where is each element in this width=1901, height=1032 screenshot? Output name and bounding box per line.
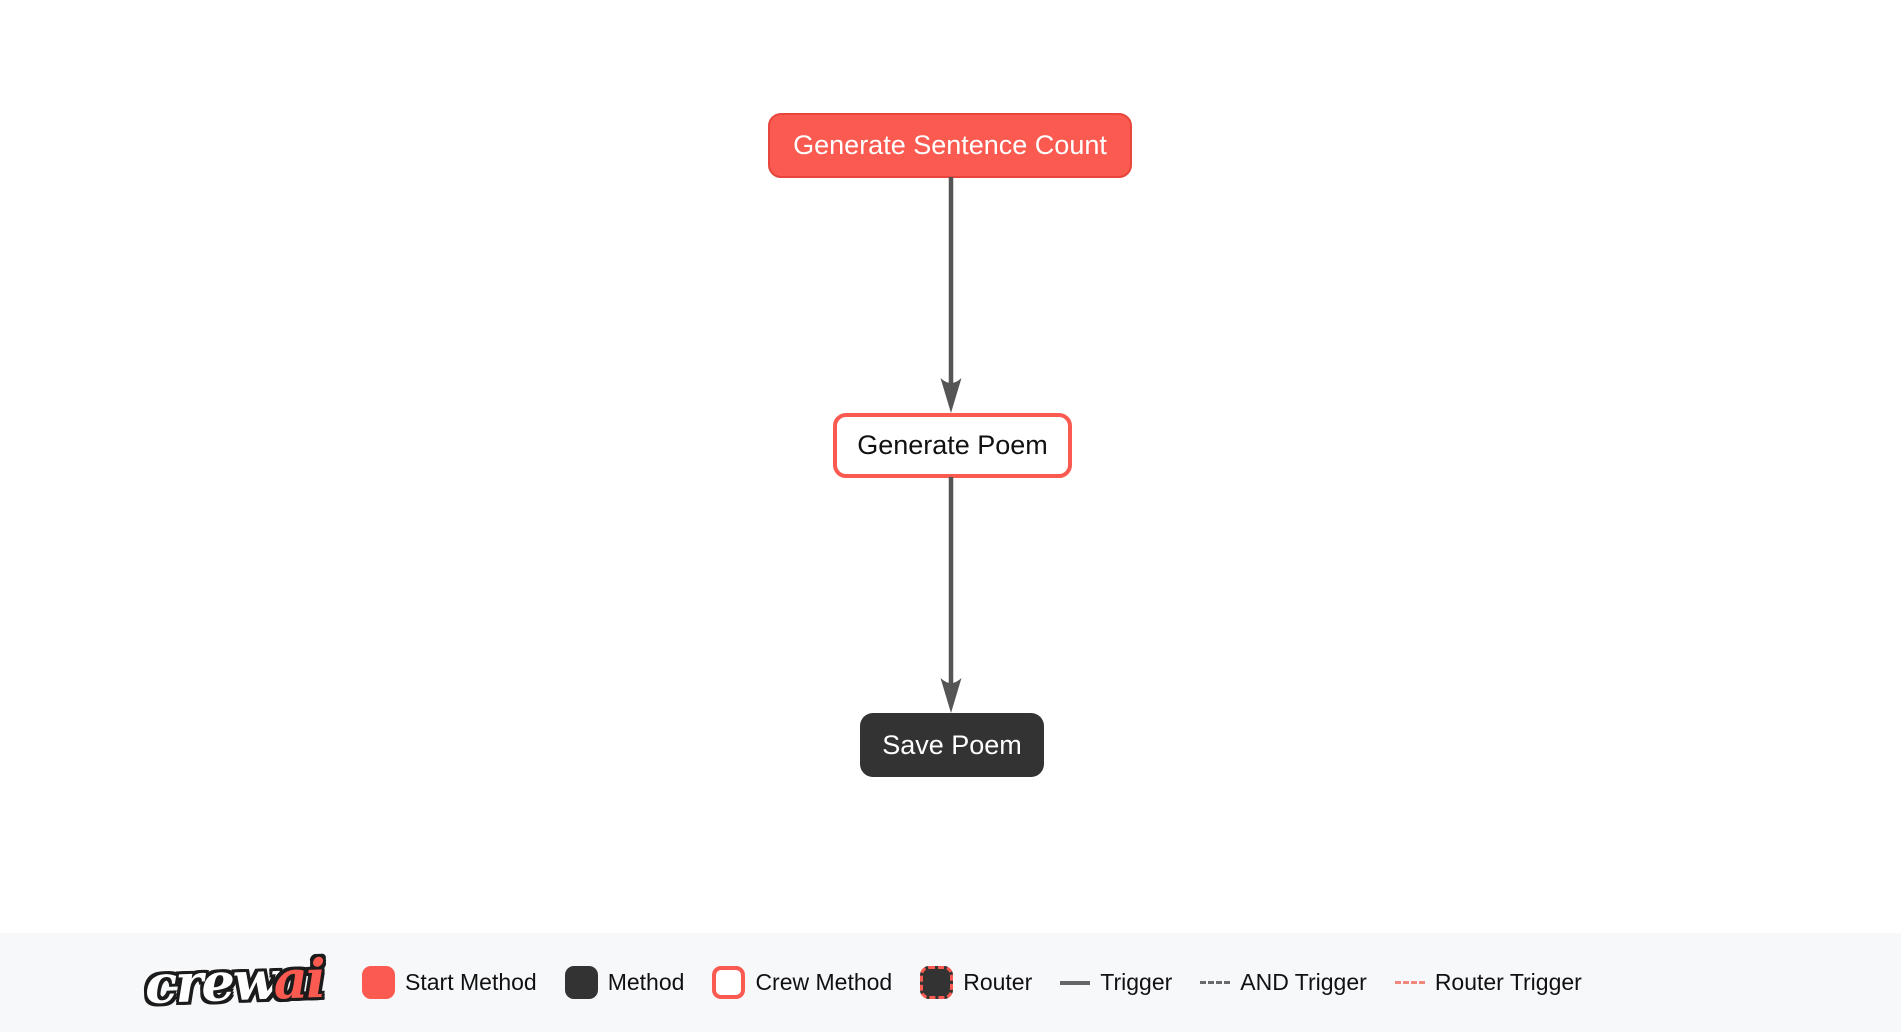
legend-label-router-trigger: Router Trigger — [1434, 969, 1582, 995]
method-swatch — [564, 966, 598, 999]
legend-item-method: Method — [564, 966, 685, 999]
start-method-swatch — [362, 966, 396, 999]
legend-label-router: Router — [963, 969, 1033, 995]
crewai-logo: crewai — [144, 948, 325, 1016]
legend-label-trigger: Trigger — [1100, 969, 1173, 995]
legend-item-router: Router — [920, 966, 1032, 999]
legend-item-trigger: Trigger — [1060, 969, 1172, 996]
edge-arrow-start-to-crew — [940, 177, 962, 413]
legend-label-method: Method — [607, 969, 685, 995]
trigger-line-swatch — [1060, 980, 1091, 985]
node-save-poem[interactable]: Save Poem — [860, 713, 1044, 777]
node-generate-poem[interactable]: Generate Poem — [833, 413, 1072, 478]
logo-text-crew: crew — [143, 949, 278, 1017]
legend-label-and-trigger: AND Trigger — [1240, 969, 1367, 995]
crew-method-swatch — [712, 966, 746, 999]
legend-label-crew-method: Crew Method — [755, 969, 893, 995]
logo-text-ai: ai — [272, 947, 326, 1012]
legend-bar: crewai Start Method Method Crew Method R… — [0, 933, 1901, 1032]
router-trigger-line-swatch — [1394, 981, 1425, 984]
legend-item-router-trigger: Router Trigger — [1394, 969, 1582, 996]
and-trigger-line-swatch — [1200, 981, 1231, 984]
flow-canvas[interactable]: Generate Sentence Count Generate Poem Sa… — [0, 0, 1901, 933]
edge-arrow-crew-to-method — [940, 477, 962, 713]
legend-item-crew-method: Crew Method — [712, 966, 892, 999]
legend-label-start-method: Start Method — [405, 969, 537, 995]
legend-item-start-method: Start Method — [362, 966, 537, 999]
router-swatch — [920, 966, 954, 999]
node-generate-sentence-count[interactable]: Generate Sentence Count — [768, 113, 1132, 178]
legend-item-and-trigger: AND Trigger — [1200, 969, 1367, 996]
